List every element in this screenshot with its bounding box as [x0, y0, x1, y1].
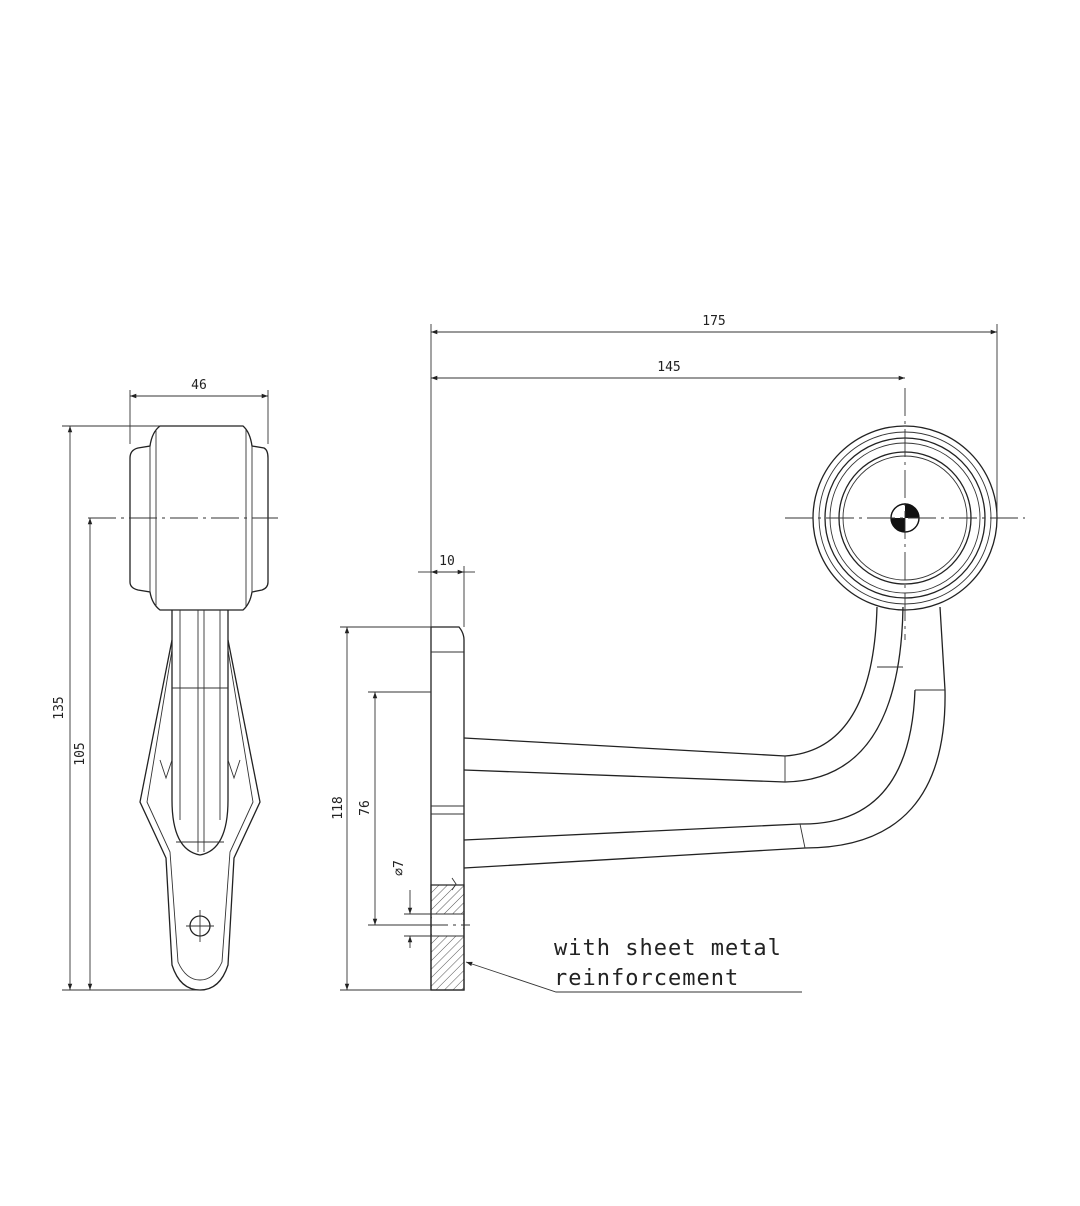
arm-middle-edge — [463, 606, 904, 783]
mount-plate — [430, 626, 465, 991]
dim-side-width: 46 — [191, 378, 207, 393]
dim-hole-diameter: ⌀7 — [392, 860, 407, 876]
plate-section-hatch — [430, 884, 465, 991]
side-stem — [171, 610, 229, 856]
dim-side-center-height: 105 — [73, 742, 88, 765]
arm-lower-edge — [463, 689, 916, 841]
note-line-2: reinforcement — [554, 966, 739, 991]
dim-hole-spacing: 76 — [358, 800, 373, 816]
note-leader — [465, 961, 802, 993]
dim-plate-thickness: 10 — [439, 554, 455, 569]
dim-front-total-length: 175 — [702, 314, 725, 329]
dim-front-center-length: 145 — [657, 360, 680, 375]
side-view: 46 135 105 — [52, 378, 278, 991]
side-head-outline — [129, 425, 269, 611]
dim-side-total-height: 135 — [52, 696, 67, 719]
front-view: 175 145 10 118 76 ⌀7 with sheet metal re… — [331, 314, 1025, 993]
dim-plate-height: 118 — [331, 796, 346, 819]
arm-upper-edge — [463, 606, 878, 757]
arm-bottom-edge — [463, 606, 946, 869]
note-line-1: with sheet metal — [554, 936, 782, 961]
